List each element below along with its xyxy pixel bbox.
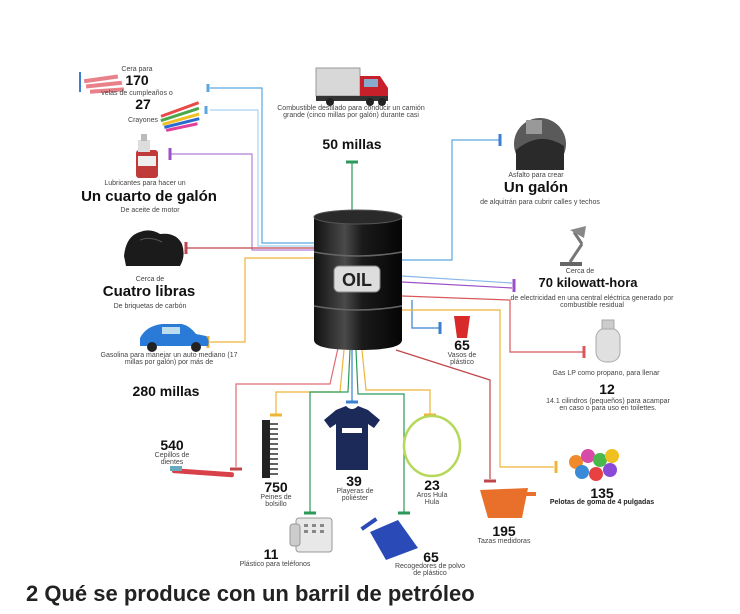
propane-tank-icon — [595, 319, 621, 363]
propane-number: 12 — [599, 381, 615, 397]
charcoal-value: Cuatro libras — [102, 283, 196, 300]
motor-oil-bottle-icon — [136, 134, 158, 178]
truck-icon — [315, 67, 388, 106]
candles-label: Cera para 170 — [121, 66, 153, 89]
combs-number: 750 — [264, 479, 288, 495]
electricity-value: 70 kilowatt-hora — [538, 275, 638, 290]
electricity-pre: Cerca de — [565, 268, 595, 275]
dustpan-icon — [360, 517, 418, 560]
shirts-number: 39 — [346, 473, 362, 489]
toothbrush-number: 540 — [160, 437, 184, 453]
figure-caption: 2 Qué se produce con un barril de petról… — [26, 581, 475, 606]
crayons-number: 27 — [135, 96, 151, 112]
hula-hoop-icon — [402, 414, 462, 478]
bowls-label: Tazas medidoras — [477, 538, 531, 545]
telephone-icon — [289, 517, 333, 553]
candles-desc: velas de cumpleaños o — [101, 90, 173, 97]
lubricant-post: De aceite de motor — [120, 207, 180, 214]
comb-icon — [262, 420, 278, 478]
charcoal-bag-icon — [124, 230, 184, 266]
dustpans-label: Recogedores de polvo de plástico — [394, 563, 466, 578]
candles-icon — [79, 72, 125, 94]
rubber-balls-icon — [569, 449, 619, 481]
oil-barrel-infographic: OIL — [26, 66, 674, 606]
shirts-label: Playeras de poliéster — [336, 488, 374, 503]
charcoal-pre: Cerca de — [135, 276, 165, 283]
diesel-desc: Combustible destilado para conducir un c… — [277, 105, 425, 120]
bowls-number: 195 — [492, 523, 516, 539]
hoops-number: 23 — [424, 477, 440, 493]
electricity-post: de electricidad en una central eléctrica… — [510, 295, 674, 310]
toothbrush-label: Cepillos de dientes — [154, 452, 190, 467]
charcoal-post: De briquetas de carbón — [113, 303, 187, 310]
hoops-label: Aros Hula Hula — [416, 492, 448, 507]
balls-label: Pelotas de goma de 4 pulgadas — [549, 499, 655, 506]
lubricant-desc: Lubricantes para hacer un — [104, 180, 186, 187]
combs-label: Peines de bolsillo — [260, 494, 292, 509]
asphalt-pre: Asfalto para crear — [508, 172, 564, 179]
toothbrush-icon — [170, 466, 234, 478]
gasoline-desc: Gasolina para manejar un auto mediano (1… — [100, 352, 238, 367]
asphalt-icon — [514, 118, 566, 170]
car-icon — [140, 324, 209, 352]
oil-barrel-icon — [313, 209, 403, 350]
balls-number: 135 — [590, 485, 614, 501]
phones-label: Plástico para teléfonos — [239, 561, 311, 568]
oil-label: OIL — [342, 270, 372, 290]
cups-number: 65 — [454, 337, 470, 353]
crayons-icon — [160, 101, 200, 132]
t-shirt-icon — [324, 406, 380, 470]
measuring-cup-icon — [480, 488, 536, 518]
gasoline-value: 280 millas — [132, 383, 200, 399]
lamp-icon — [560, 226, 586, 266]
plastic-cup-icon — [454, 316, 470, 338]
connector-lines: OIL — [79, 67, 621, 560]
propane-desc: Gas LP como propano, para llenar — [552, 370, 660, 377]
cups-label: Vasos de plástico — [447, 352, 477, 367]
crayons-label: Crayones — [128, 117, 158, 124]
lubricant-value: Un cuarto de galón — [81, 188, 217, 205]
asphalt-value: Un galón — [503, 179, 569, 196]
diesel-value: 50 millas — [322, 136, 382, 152]
propane-post: 14.1 cilindros (pequeños) para acampar e… — [546, 398, 670, 413]
asphalt-post: de alquitrán para cubrir calles y techos — [480, 199, 600, 206]
phones-number: 11 — [263, 546, 279, 562]
dustpans-number: 65 — [423, 549, 439, 565]
